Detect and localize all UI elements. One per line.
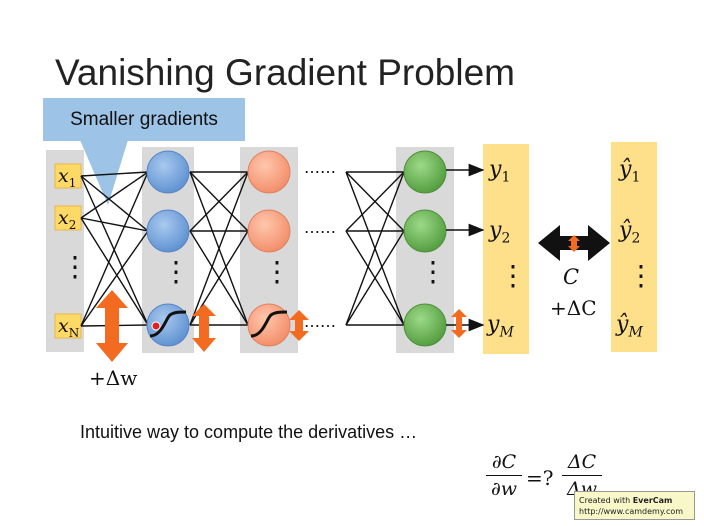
output-vertical-ellipsis: ⋮ [499, 259, 527, 292]
connections-to-last-hidden [345, 171, 405, 326]
output-label-y2: y2 [489, 218, 511, 247]
h2-vertical-ellipsis: ⋮ [263, 255, 291, 288]
target-vertical-ellipsis: ⋮ [627, 259, 655, 292]
hidden-ellipsis-3: …… [304, 312, 336, 331]
approx-relation: =? [526, 466, 554, 490]
target-label-ym: ŷM [616, 312, 643, 341]
neuron-h2-n [247, 303, 291, 347]
input-vertical-ellipsis: ⋮ [61, 250, 89, 283]
input-box-1 [54, 163, 82, 189]
cost-label: C [563, 265, 580, 289]
watermark-brand: EverCam [632, 496, 673, 505]
neuron-h2-2 [247, 209, 291, 253]
finite-numerator: ΔC [567, 451, 597, 473]
output-layer-box [483, 144, 529, 354]
neuron-h2-1 [247, 150, 291, 194]
tiny-gradient-arrow [451, 309, 467, 338]
h1-vertical-ellipsis: ⋮ [162, 255, 190, 288]
sigmoid-icon [250, 310, 288, 338]
target-label-y1: ŷ1 [619, 157, 641, 186]
output-label-y1: y1 [489, 157, 511, 186]
red-dot-marker [151, 321, 161, 331]
partial-numerator: ∂C [491, 451, 517, 473]
hidden-ellipsis-2: …… [304, 218, 336, 237]
medium-gradient-arrow [192, 304, 216, 352]
callout-smaller-gradients [43, 98, 245, 205]
small-gradient-arrow [289, 310, 309, 341]
input-label-xn: xN [58, 315, 80, 340]
connections-hidden1-hidden2 [189, 171, 249, 326]
neuron-hl-1 [403, 150, 447, 194]
connections-input-hidden1 [80, 171, 149, 327]
partial-derivative: ∂C ∂w [486, 451, 522, 500]
neuron-hl-2 [403, 209, 447, 253]
partial-denominator: ∂w [490, 478, 518, 500]
intuitive-text: Intuitive way to compute the derivatives… [80, 422, 418, 442]
input-label-x1: x1 [58, 165, 77, 190]
neuron-hl-n [403, 303, 447, 347]
tiny-cost-arrow [568, 235, 580, 252]
output-label-ym: yM [487, 312, 514, 341]
delta-weight-label: +Δw [89, 366, 138, 390]
sigmoid-icon [149, 310, 187, 338]
evercam-watermark: Created with EverCam http://www.camdemy.… [574, 491, 695, 520]
input-box-n [54, 313, 82, 339]
hl-vertical-ellipsis: ⋮ [419, 255, 447, 288]
delta-cost-label: +ΔC [550, 296, 597, 320]
watermark-prefix: Created with [579, 496, 633, 505]
neuron-h1-2 [146, 209, 190, 253]
neuron-h1-1 [146, 150, 190, 194]
target-box [611, 142, 657, 352]
gradient-arrows [96, 290, 467, 362]
target-label-y2: ŷ2 [619, 218, 641, 247]
input-box-2 [54, 205, 82, 231]
output-arrows [446, 163, 485, 332]
input-label-x2: x2 [58, 207, 77, 232]
watermark-url: http://www.camdemy.com [579, 507, 684, 516]
hidden-ellipsis-1: …… [304, 158, 336, 177]
big-gradient-arrow [96, 290, 128, 362]
callout-label: Smaller gradients [70, 108, 218, 130]
neuron-h1-n [146, 303, 190, 347]
slide-title: Vanishing Gradient Problem [55, 52, 516, 93]
